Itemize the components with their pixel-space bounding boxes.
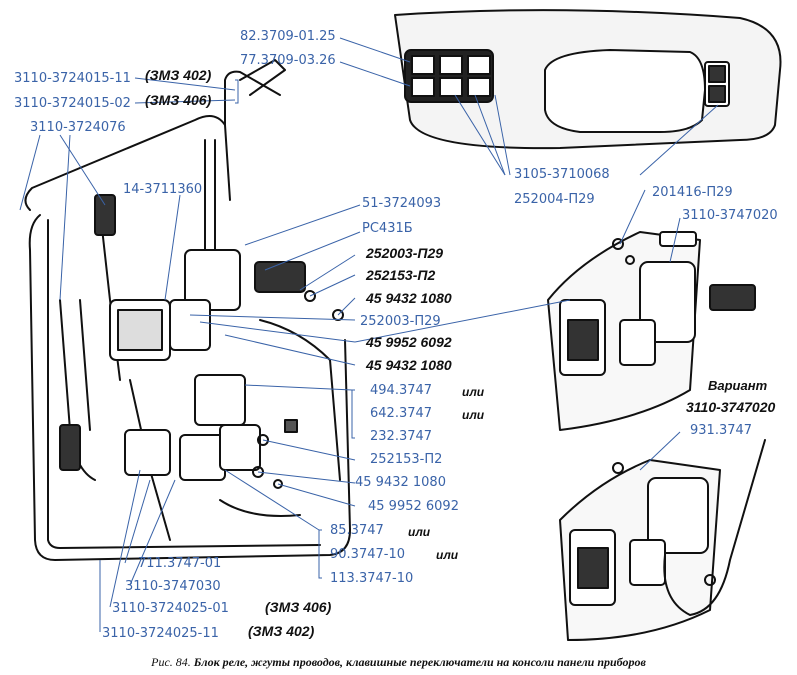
label-45-9432-1080-lower: 45 9432 1080 xyxy=(355,475,446,490)
label-3110-3747020-upper: 3110-3747020 xyxy=(682,208,778,223)
label-ili-4: или xyxy=(436,548,459,562)
label-zmz406-bottom: (ЗМЗ 406) xyxy=(265,599,332,615)
label-3110-3724015-11: 3110-3724015-11 xyxy=(14,71,131,86)
label-45-9432-1080-upper: 45 9432 1080 xyxy=(366,290,452,306)
label-3110-3724025-11: 3110-3724025-11 xyxy=(102,626,219,641)
label-zmz402-bottom: (ЗМЗ 402) xyxy=(248,623,315,639)
label-14-3711360: 14-3711360 xyxy=(123,182,203,197)
label-zmz402-top: (ЗМЗ 402) xyxy=(145,67,212,83)
relay-variant-lower-drawing xyxy=(559,439,766,641)
label-252004-p29: 252004-П29 xyxy=(514,192,595,207)
label-113-3747-10: 113.3747-10 xyxy=(330,571,414,586)
label-51-3724093: 51-3724093 xyxy=(362,196,442,211)
label-3110-3747020-variant: 3110-3747020 xyxy=(686,399,776,415)
label-45-9432-1080-middle: 45 9432 1080 xyxy=(366,357,452,373)
figure-caption: Рис. 84. Блок реле, жгуты проводов, клав… xyxy=(0,655,797,670)
label-zmz406-top: (ЗМЗ 406) xyxy=(145,92,212,108)
label-45-9952-6092-upper: 45 9952 6092 xyxy=(366,334,452,350)
relay-variant-upper-drawing xyxy=(547,231,756,431)
label-ili-1: или xyxy=(462,385,485,399)
label-3110-3747030: 3110-3747030 xyxy=(125,579,221,594)
label-3110-3724015-02: 3110-3724015-02 xyxy=(14,96,131,111)
harness-frame-drawing xyxy=(24,59,351,561)
label-variant: Вариант xyxy=(708,378,768,393)
label-711-3747-01: 711.3747-01 xyxy=(138,556,222,571)
label-ili-2: или xyxy=(462,408,485,422)
label-rs431b: РС431Б xyxy=(362,221,413,236)
leader-lines xyxy=(19,37,719,632)
label-494-3747: 494.3747 xyxy=(370,383,433,398)
label-642-3747: 642.3747 xyxy=(370,406,433,421)
label-252003-p29-lower: 252003-П29 xyxy=(360,314,441,329)
label-201416-p29: 201416-П29 xyxy=(652,185,733,200)
label-232-3747: 232.3747 xyxy=(370,429,433,444)
label-3110-3724076: 3110-3724076 xyxy=(30,120,126,135)
label-ili-3: или xyxy=(408,525,431,539)
label-45-9952-6092-lower: 45 9952 6092 xyxy=(368,499,459,514)
label-77-3709-03-26: 77.3709-03.26 xyxy=(240,53,336,68)
caption-number: Рис. 84. xyxy=(151,655,191,669)
caption-text: Блок реле, жгуты проводов, клавишные пер… xyxy=(193,655,646,669)
label-85-3747: 85.3747 xyxy=(330,523,384,538)
console-panel-drawing xyxy=(394,9,782,150)
label-252003-p29-upper: 252003-П29 xyxy=(366,245,444,261)
label-90-3747-10: 90.3747-10 xyxy=(330,547,405,562)
label-3110-3724025-01: 3110-3724025-01 xyxy=(112,601,229,616)
label-82-3709-01-25: 82.3709-01.25 xyxy=(240,29,336,44)
label-931-3747: 931.3747 xyxy=(690,423,753,438)
label-252153-p2-lower: 252153-П2 xyxy=(370,452,443,467)
relay-block-drawing xyxy=(59,194,344,489)
label-252153-p2-upper: 252153-П2 xyxy=(366,267,436,283)
label-3105-3710068: 3105-3710068 xyxy=(514,167,610,182)
